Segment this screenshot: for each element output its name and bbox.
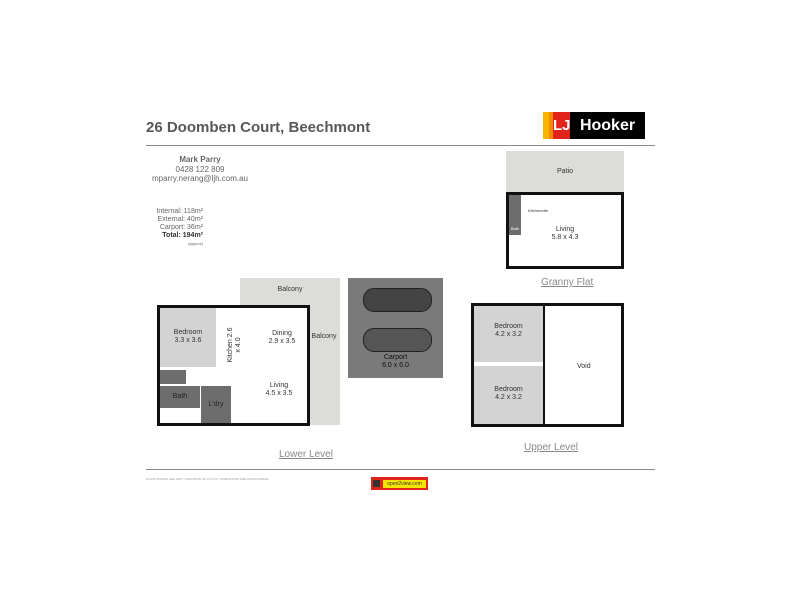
car-icon	[363, 288, 432, 312]
agent-name: Mark Parry	[179, 155, 221, 164]
open2view-badge[interactable]: open2view.com	[371, 477, 428, 490]
open2view-text: open2view.com	[383, 479, 426, 488]
upper-bedroom-2-name: Bedroom	[494, 386, 523, 393]
lower-bath: Bath	[160, 386, 200, 408]
upper-bedroom-1-name: Bedroom	[494, 323, 523, 330]
upper-level-title: Upper Level	[524, 442, 578, 453]
lj-hooker-logo: LJ Hooker	[543, 112, 645, 139]
balcony-right: Balcony	[308, 308, 340, 425]
footer-divider	[146, 469, 655, 470]
laundry-label: L'dry	[208, 401, 224, 408]
dining-name: Dining	[272, 330, 292, 337]
external-area: External: 40m²	[157, 216, 203, 223]
upper-bedroom-1: Bedroom 4.2 x 3.2	[474, 306, 543, 362]
car-icon	[363, 328, 432, 352]
kitchenette-label: Kitchenette	[528, 208, 549, 213]
laundry: L'dry	[201, 386, 231, 423]
agent-phone: 0428 122 809	[175, 164, 225, 174]
granny-flat-plan	[506, 192, 624, 269]
carport: Carport 6.0 x 6.0	[348, 278, 443, 378]
wc-room	[160, 370, 186, 384]
granny-living-label: Living 5.8 x 4.3	[540, 226, 590, 242]
lower-bedroom-dim: 3.3 x 3.6	[174, 337, 202, 344]
balcony-top: Balcony	[240, 278, 340, 308]
granny-living-dim: 5.8 x 4.3	[551, 234, 579, 241]
carport-dim: 6.0 x 6.0	[382, 362, 409, 369]
carport-area: Carport: 36m²	[159, 224, 203, 231]
agent-contact: Mark Parry 0428 122 809 mparry.nerang@lj…	[140, 155, 260, 184]
disclaimer: PLANS SHOWN ARE ONLY INDICATIVE OF LAYOU…	[146, 477, 269, 481]
lower-bedroom: Bedroom 3.3 x 3.6	[160, 308, 216, 367]
lower-living-label: Living 4.5 x 3.5	[259, 382, 299, 398]
granny-patio: Patio	[506, 151, 624, 193]
header-divider	[146, 145, 655, 146]
granny-flat-title: Granny Flat	[541, 277, 594, 288]
kitchen-name: Kitchen	[227, 339, 234, 363]
total-area: Total: 194m²	[162, 232, 203, 239]
dining-dim: 2.9 x 3.5	[268, 338, 296, 345]
area-summary: Internal: 118m² External: 40m² Carport: …	[140, 208, 203, 248]
agent-email[interactable]: mparry.nerang@ljh.com.au	[151, 174, 248, 183]
void-label: Void	[577, 363, 591, 370]
dining-label: Dining 2.9 x 3.5	[262, 330, 302, 346]
kitchen-label: Kitchen 2.6 x 4.0	[227, 325, 243, 365]
page-title: 26 Doomben Court, Beechmont	[146, 119, 371, 136]
upper-bedroom-2: Bedroom 4.2 x 3.2	[474, 366, 543, 424]
lower-bedroom-name: Bedroom	[173, 329, 203, 336]
lower-level-plan	[157, 305, 310, 426]
open2view-icon	[373, 480, 380, 487]
balcony-right-label: Balcony	[311, 333, 337, 340]
carport-name: Carport	[383, 354, 408, 361]
lower-living-name: Living	[269, 382, 289, 389]
lower-bath-label: Bath	[172, 393, 188, 400]
lower-living-dim: 4.5 x 3.5	[265, 390, 293, 397]
upper-divider-wall	[543, 306, 545, 424]
granny-bath-label: Bath	[510, 226, 520, 231]
lower-level-title: Lower Level	[279, 449, 333, 460]
internal-area: Internal: 118m²	[156, 208, 203, 215]
approx-note: (approx)	[188, 241, 203, 246]
granny-bath	[509, 195, 521, 235]
granny-living-name: Living	[555, 226, 575, 233]
upper-bedroom-2-dim: 4.2 x 3.2	[495, 394, 522, 401]
balcony-top-label: Balcony	[277, 286, 303, 293]
upper-bedroom-1-dim: 4.2 x 3.2	[495, 331, 522, 338]
upper-level-plan	[471, 303, 624, 427]
patio-label: Patio	[557, 168, 573, 175]
